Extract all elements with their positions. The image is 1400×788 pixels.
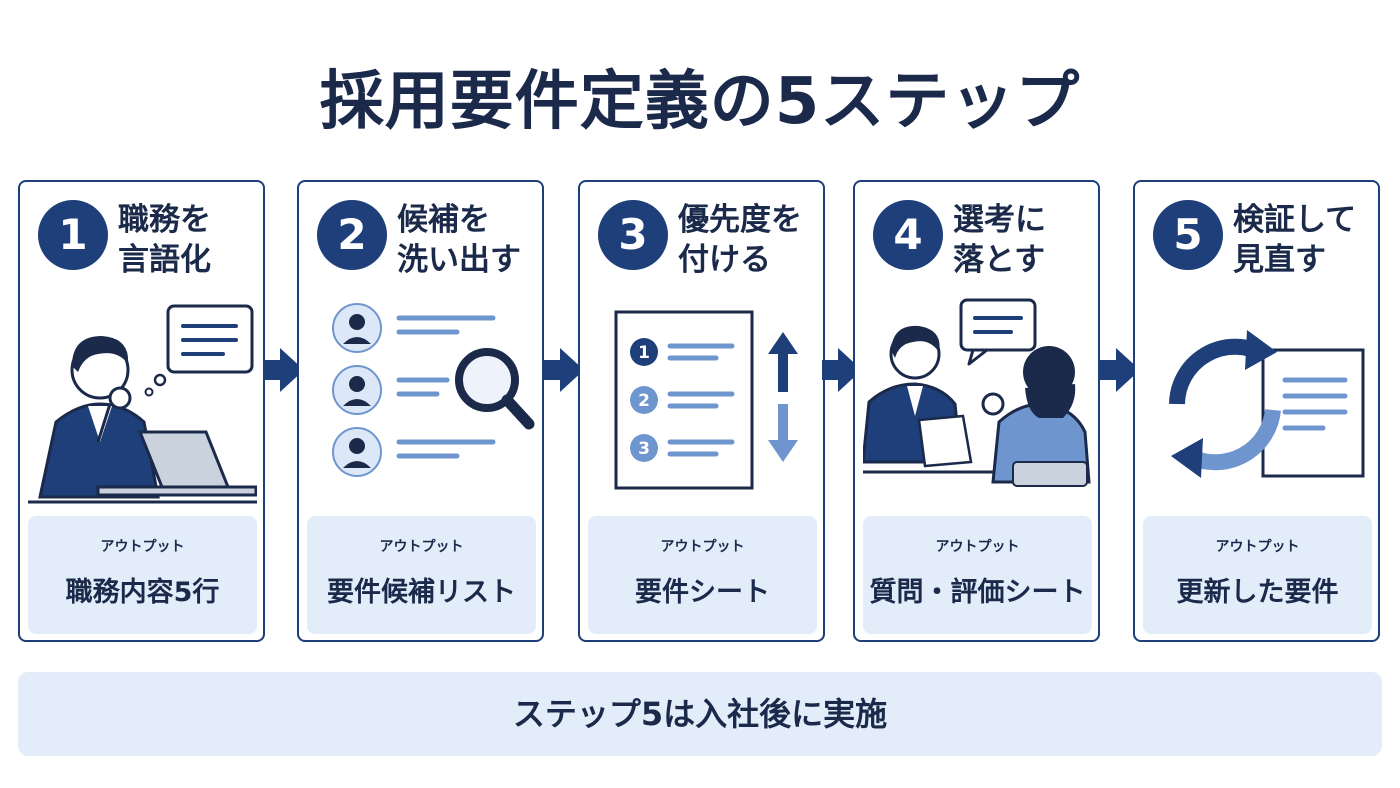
- interview-illustration: [863, 292, 1092, 507]
- step-card-1: 1 職務を 言語化 アウトプット 職務内容5行: [18, 180, 265, 642]
- step-title: 検証して 見直す: [1233, 202, 1357, 278]
- output-box: アウトプット 要件シート: [588, 516, 817, 634]
- output-value: 要件シート: [635, 577, 770, 608]
- output-label: アウトプット: [100, 539, 185, 555]
- footer-note: ステップ5は入社後に実施: [18, 672, 1382, 756]
- output-value: 質問・評価シート: [869, 577, 1086, 608]
- thinking-person-illustration: [28, 292, 257, 507]
- output-box: アウトプット 要件候補リスト: [307, 516, 536, 634]
- output-label: アウトプット: [379, 539, 464, 555]
- step-number-badge: 4: [873, 200, 943, 270]
- cycle-document-illustration: [1143, 292, 1372, 507]
- step-title: 選考に 落とす: [953, 202, 1046, 278]
- step-card-4: 4 選考に 落とす アウトプット 質問・評価シー: [853, 180, 1100, 642]
- output-label: アウトプット: [1215, 539, 1300, 555]
- arrow-right-icon: [1100, 348, 1140, 392]
- step-title: 優先度を 付ける: [678, 202, 802, 278]
- page-title: 採用要件定義の5ステップ: [319, 65, 1081, 139]
- output-box: アウトプット 職務内容5行: [28, 516, 257, 634]
- priority-list-illustration: 1 2 3: [588, 292, 817, 507]
- output-value: 要件候補リスト: [327, 577, 516, 608]
- step-card-2: 2 候補を 洗い出す: [297, 180, 544, 642]
- step-card-5: 5 検証して 見直す アウトプット 更新した要件: [1133, 180, 1380, 642]
- step-title: 職務を 言語化: [118, 202, 211, 278]
- priority-number-2: 2: [638, 391, 650, 411]
- step-number-badge: 2: [317, 200, 387, 270]
- step-title: 候補を 洗い出す: [397, 202, 521, 278]
- priority-number-3: 3: [638, 439, 650, 459]
- step-number-badge: 5: [1153, 200, 1223, 270]
- step-number-badge: 3: [598, 200, 668, 270]
- candidate-list-illustration: [307, 292, 536, 507]
- output-label: アウトプット: [660, 539, 745, 555]
- step-number-badge: 1: [38, 200, 108, 270]
- output-box: アウトプット 質問・評価シート: [863, 516, 1092, 634]
- priority-number-1: 1: [638, 343, 650, 363]
- output-box: アウトプット 更新した要件: [1143, 516, 1372, 634]
- output-value: 更新した要件: [1176, 577, 1339, 608]
- output-label: アウトプット: [935, 539, 1020, 555]
- output-value: 職務内容5行: [65, 577, 220, 608]
- step-card-3: 3 優先度を 付ける 1 2 3 アウトプット 要件シート: [578, 180, 825, 642]
